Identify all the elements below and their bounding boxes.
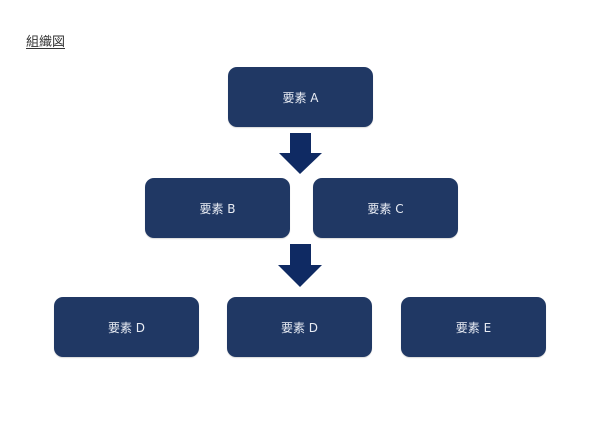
node-c: 要素 C [313,178,458,238]
page-title: 組織図 [26,35,66,50]
node-a: 要素 A [228,67,373,127]
node-b: 要素 B [145,178,290,238]
node-e: 要素 E [401,297,546,357]
arrow-down-icon [278,244,322,287]
node-d-left: 要素 D [54,297,199,357]
arrow-down-icon [279,133,322,174]
node-d-center: 要素 D [227,297,372,357]
